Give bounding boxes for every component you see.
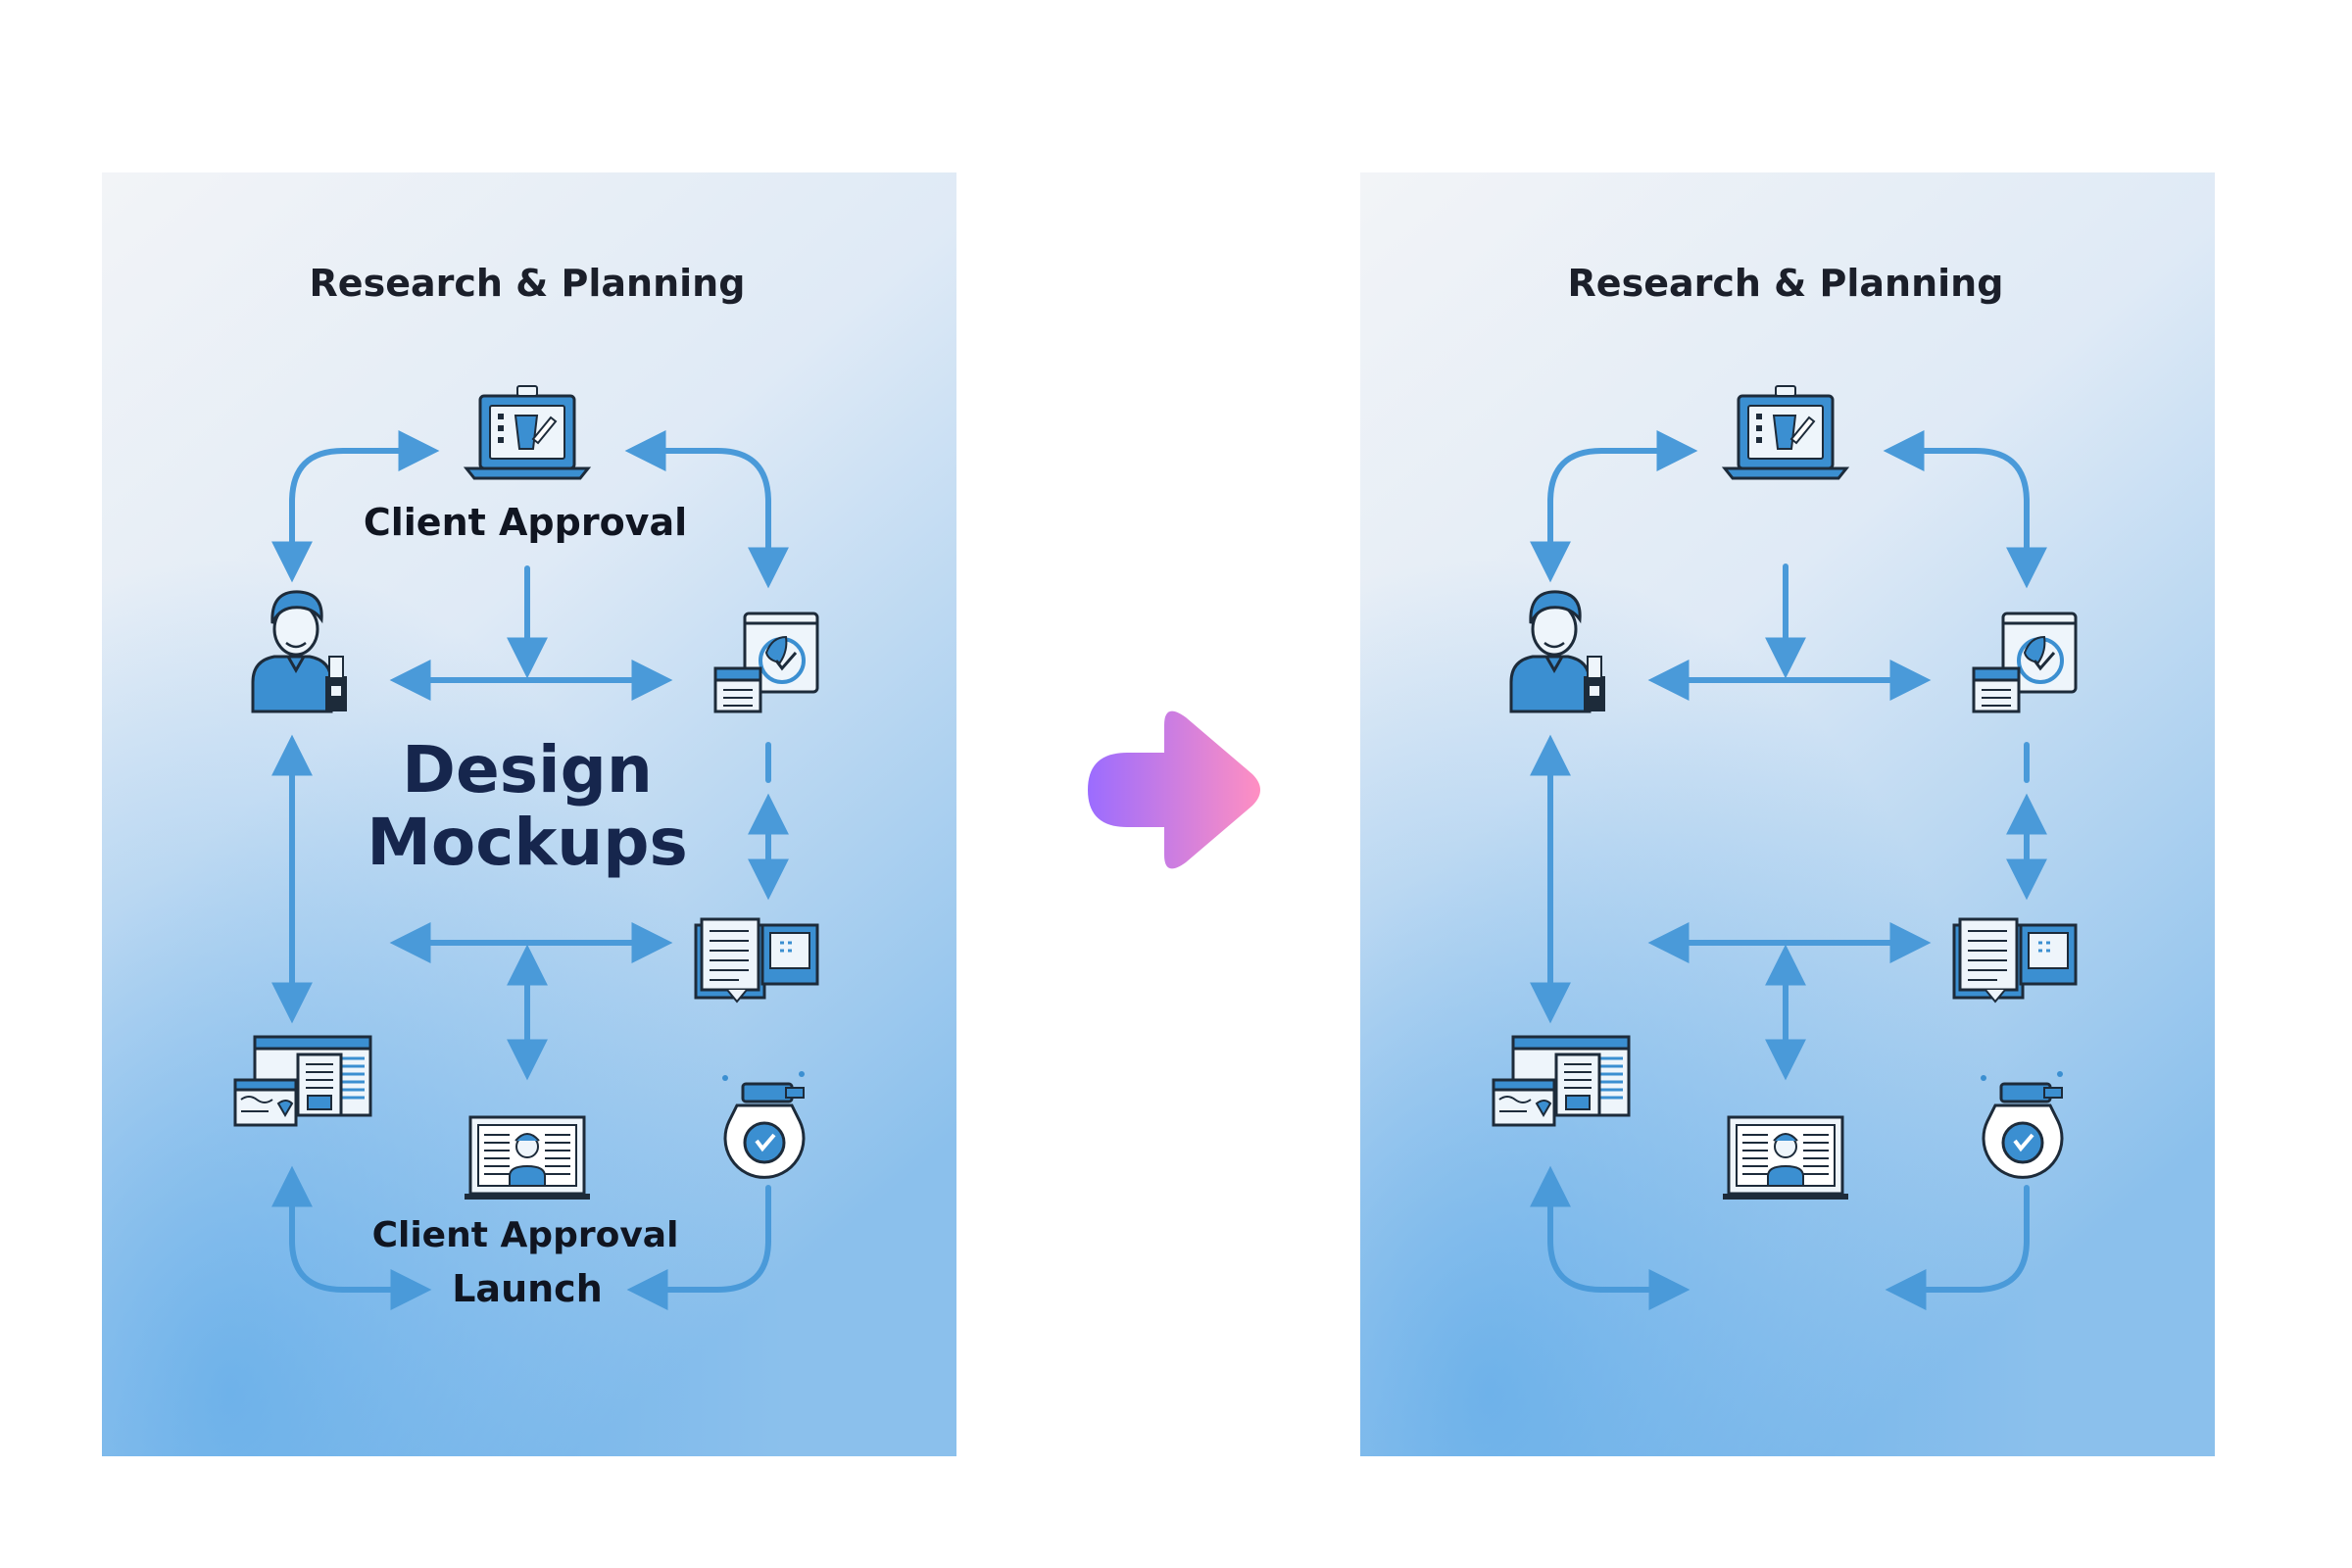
arrow-top-left <box>271 430 440 583</box>
arrow-top-right <box>624 430 789 589</box>
before-arrows <box>271 430 789 1310</box>
after-arrow-top-left <box>1530 430 1698 583</box>
before-label-bottom-2: Launch <box>452 1267 603 1310</box>
before-center-line2: Mockups <box>367 805 688 880</box>
after-title: Research & Planning <box>1568 262 2004 305</box>
before-label-top: Client Approval <box>364 501 687 544</box>
after-webpages-icon <box>1492 1035 1631 1127</box>
transition-arrow-icon <box>1088 710 1260 869</box>
laptop-edit-icon <box>465 384 590 480</box>
after-laptop-edit-icon <box>1723 384 1848 480</box>
after-monitor-user-icon <box>1721 1115 1850 1201</box>
webpages-icon <box>233 1035 372 1127</box>
after-arrow-bottom-right <box>1885 1185 2030 1310</box>
arrow-bottom-right <box>626 1185 771 1310</box>
arrow-bottom-left <box>271 1165 432 1310</box>
before-title: Research & Planning <box>310 262 746 305</box>
monitor-user-icon <box>463 1115 592 1201</box>
before-center-line1: Design <box>402 732 653 808</box>
after-panel: Research & Planning <box>1360 172 2215 1456</box>
after-arrow-top-right <box>1883 430 2047 589</box>
before-panel: Research & Planning Client Approval Desi… <box>102 172 956 1456</box>
before-label-bottom-1: Client Approval <box>372 1215 679 1255</box>
after-arrows <box>1530 430 2047 1310</box>
after-arrow-bottom-left <box>1530 1165 1690 1310</box>
